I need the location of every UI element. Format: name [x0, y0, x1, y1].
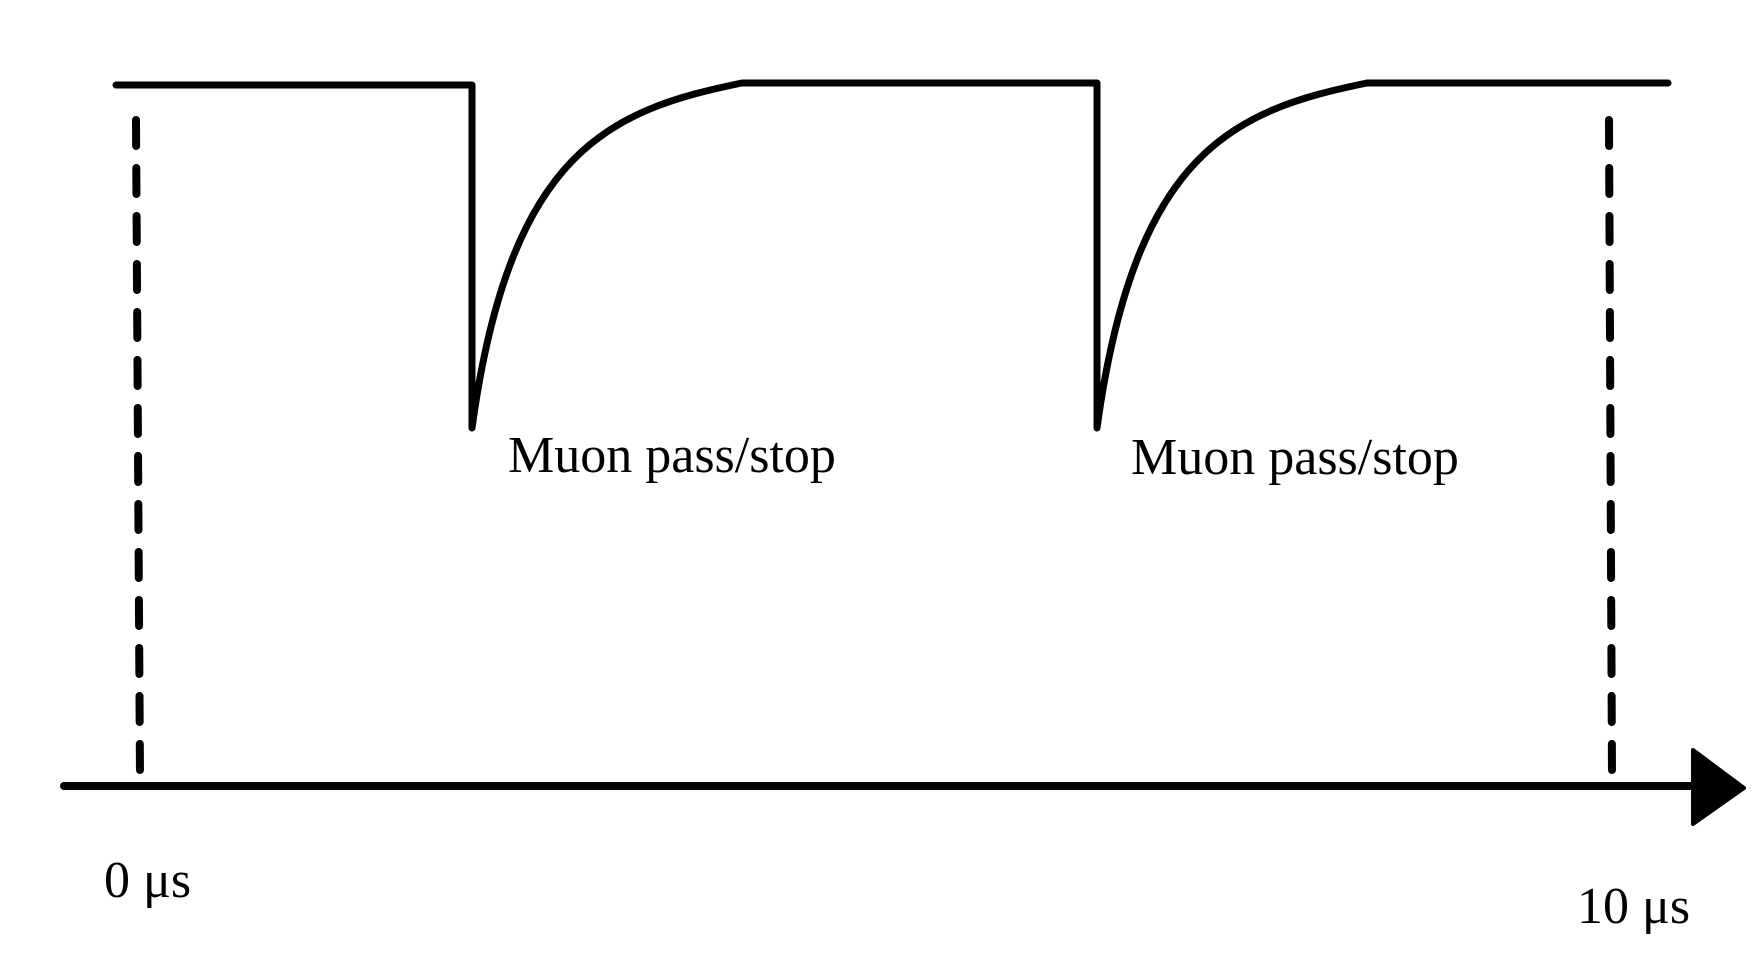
time-axis-arrow	[1691, 748, 1746, 826]
event-label-second: Muon pass/stop	[1131, 429, 1459, 486]
time-end-label: 10 μs	[1577, 878, 1690, 935]
start-time-marker	[132, 116, 144, 782]
event-label-first: Muon pass/stop	[508, 427, 836, 484]
time-start-label: 0 μs	[104, 852, 191, 909]
signal-trace	[112, 79, 1672, 432]
end-time-marker	[1605, 116, 1616, 782]
